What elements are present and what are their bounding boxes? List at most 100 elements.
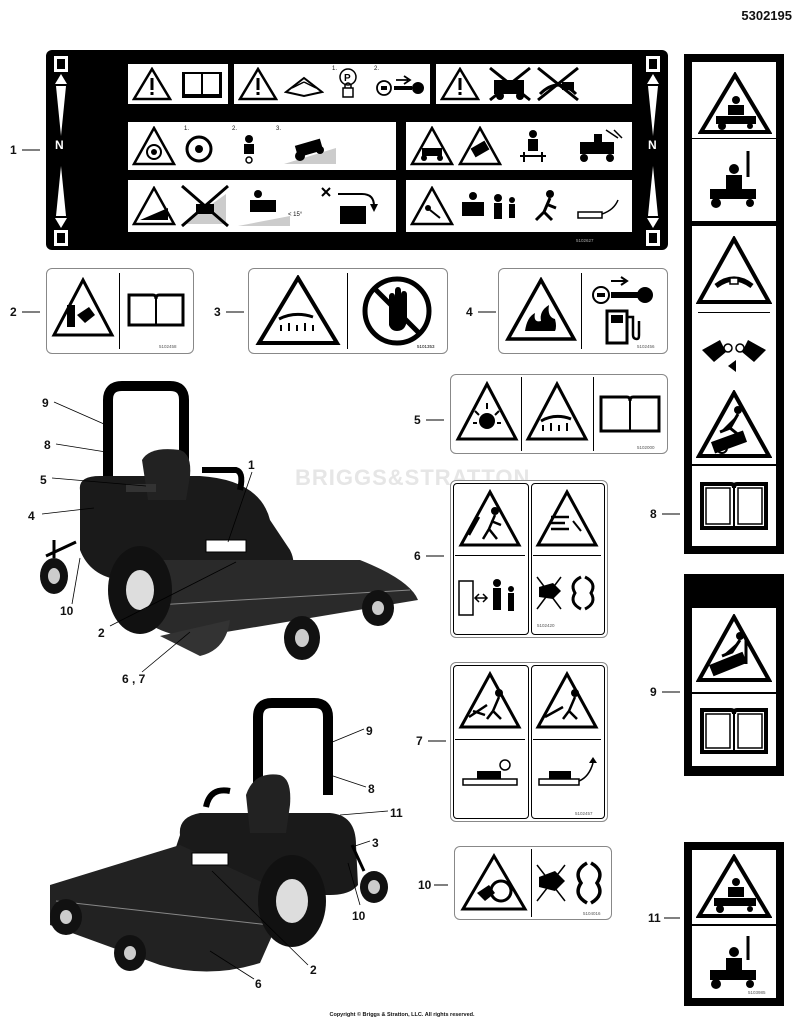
decal-6: 5102420 [450, 480, 608, 638]
mower-on-slope-icon [284, 138, 336, 164]
callout-5: 5 [414, 413, 421, 427]
neutral-label-right: N [648, 138, 657, 152]
leader-line [664, 917, 680, 919]
wheel-icon [185, 135, 213, 163]
thrown-objects-warning-icon [458, 489, 522, 547]
callout-7: 7 [416, 734, 423, 748]
leader-line [478, 311, 496, 313]
keep-bystanders-away-icon [458, 579, 514, 616]
decal-2: 5102458 [46, 268, 194, 354]
warning-triangle-icon [238, 67, 278, 101]
callout-2: 2 [10, 305, 17, 319]
discharge-warning-icon [535, 671, 599, 729]
step-2-label: 2. [374, 66, 380, 72]
slope-limit-label: < 15° [288, 212, 303, 218]
callout-low-11: 11 [390, 806, 403, 820]
warning-triangle-icon [440, 67, 480, 101]
no-touch-icon [362, 276, 432, 346]
callout-10: 10 [418, 878, 432, 892]
discharge-chute-down-icon [462, 759, 518, 786]
leader-lines-illustration-2 [209, 728, 389, 980]
callout-low-9: 9 [366, 724, 373, 738]
callout-11: 11 [648, 911, 661, 925]
crush-hand-warning-icon [51, 277, 115, 337]
manual-book-icon [700, 482, 768, 530]
callout-low-10: 10 [352, 909, 366, 923]
debris-ground-icon [577, 199, 619, 219]
callout-left-6-7: 6 , 7 [122, 672, 146, 686]
warning-triangle-icon [132, 67, 172, 101]
manual-book-icon [599, 395, 661, 433]
decal-11: 5103985 [684, 842, 784, 1006]
leader-line [662, 691, 680, 693]
mower-illustration-front-view [50, 698, 388, 972]
parking-brake-icon: P [339, 68, 357, 98]
decal-code: 5104016 [583, 911, 601, 916]
callout-left-2: 2 [98, 626, 105, 640]
tipping-arrow-icon [54, 56, 68, 246]
decal-10: 5104016 [454, 846, 612, 920]
leader-line [662, 513, 680, 515]
read-manual-icon [284, 76, 324, 98]
callout-low-2: 2 [310, 963, 317, 977]
callout-8: 8 [650, 507, 657, 521]
rollover-crush-warning-icon [696, 614, 772, 682]
decal-code: 5102456 [637, 344, 655, 349]
step-1-label: 1. [332, 66, 338, 72]
decal-code: 5101353 [417, 344, 435, 349]
fold-rops-warning-icon [696, 236, 772, 304]
no-riders-icon [489, 66, 531, 102]
decal-1: N N 1. P 2. 1. 2. 3. [46, 50, 668, 250]
no-steep-slope-icon [181, 184, 229, 228]
callout-1: 1 [10, 143, 17, 157]
rider-mower-warning-icon [698, 72, 772, 134]
slope-tip-warning-icon [132, 186, 176, 226]
mower-slope-angle-icon [238, 190, 290, 226]
fuel-pump-icon [605, 309, 641, 345]
callout-low-6: 6 [255, 977, 262, 991]
leader-lines-illustration-1 [41, 401, 253, 673]
decal-1-cell-slope-steps: 1. 2. 3. [128, 122, 396, 170]
leader-line [22, 149, 40, 151]
discharge-debris-icon [538, 757, 597, 786]
blade-contact-warning-icon [535, 489, 599, 547]
step-1-label: 1. [184, 126, 190, 132]
turn-on-slope-icon [321, 187, 378, 224]
decal-1-cell-rollover [406, 122, 632, 170]
decal-8 [684, 54, 784, 554]
explosion-warning-icon [455, 381, 519, 441]
tip-warning-icon [458, 126, 502, 166]
decal-1-cell-parking-brake-key: 1. P 2. [234, 64, 430, 104]
decal-code: 5103985 [748, 990, 766, 995]
seated-operator-icon [520, 130, 546, 162]
decal-code: 5102458 [159, 344, 177, 349]
leader-line [426, 555, 444, 557]
rollover-warning-icon [410, 126, 454, 166]
rops-pin-release-icon [702, 340, 766, 372]
rider-mower-warning-icon [696, 854, 772, 918]
decal-1-cell-warning-manual [128, 64, 228, 104]
callout-left-10: 10 [60, 604, 74, 618]
callout-left-1: 1 [248, 458, 255, 472]
leader-line [426, 419, 444, 421]
callout-left-9: 9 [42, 396, 49, 410]
decal-code: 5102420 [537, 623, 555, 628]
operator-seat-icon [244, 135, 254, 164]
callout-left-5: 5 [40, 473, 47, 487]
leader-line [428, 740, 446, 742]
thrown-object-warning-icon [410, 186, 454, 226]
neutral-label-left: N [55, 138, 64, 152]
blade-cut-hand-icon [536, 575, 595, 611]
manual-book-icon [127, 293, 185, 327]
decal-3: 5101353 [248, 268, 448, 354]
rops-mower-icon [580, 129, 623, 162]
hot-surface-warning-icon [525, 381, 589, 441]
step-3-label: 3. [276, 126, 282, 132]
tipping-arrow-icon [646, 56, 660, 246]
rops-up-mower-icon [710, 936, 756, 989]
decal-code: 5102457 [575, 811, 593, 816]
blade-cut-hand-icon [536, 861, 602, 905]
decal-9 [684, 574, 784, 776]
svg-text:P: P [344, 73, 351, 84]
leader-line [226, 311, 244, 313]
